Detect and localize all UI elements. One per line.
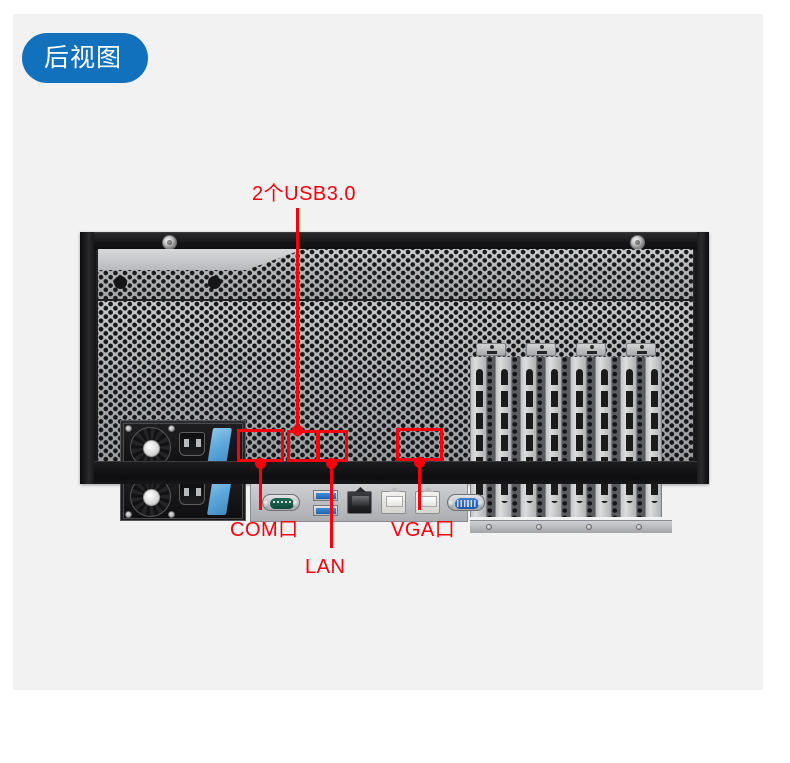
vga-post-left (449, 499, 454, 508)
psu-screw (125, 511, 132, 518)
bracket-vents (601, 369, 608, 503)
pci-bracket (570, 357, 587, 517)
bracket-gap (612, 357, 620, 517)
lan-port-secondary-1 (381, 491, 406, 514)
rail-screw (486, 524, 492, 530)
pci-bracket (645, 357, 662, 517)
annotation-label-usb: 2个USB3.0 (252, 183, 357, 205)
bracket-gap (562, 357, 570, 517)
annotation-label-com: COM口 (230, 519, 299, 541)
psu-power-inlet (179, 432, 205, 456)
thumbscrew-right-icon (630, 235, 645, 250)
lid-solid-area (98, 249, 304, 270)
pci-bracket (520, 357, 537, 517)
bracket-vents (501, 369, 508, 503)
psu-power-inlet (179, 481, 205, 505)
slot-tab (476, 343, 506, 356)
bracket-gap (512, 357, 520, 517)
bracket-vents (576, 369, 583, 503)
psu-screw (125, 425, 132, 432)
com-db9-insert (270, 498, 294, 509)
lid-hole-a (114, 276, 127, 289)
chassis-backplate-vent (98, 301, 693, 533)
bracket-vents (551, 369, 558, 503)
bracket-vents (651, 369, 658, 503)
rail-screw (636, 524, 642, 530)
lan-port-secondary-2 (415, 491, 440, 514)
annotation-line-usb (296, 208, 299, 430)
chassis-rail-right (695, 232, 709, 484)
annotation-label-vga: VGA口 (391, 519, 456, 541)
server-chassis-rear (80, 232, 709, 533)
psu-screw (168, 425, 175, 432)
vga-post-right (478, 499, 483, 508)
psu-screw (168, 511, 175, 518)
slot-tab (626, 343, 656, 356)
slot-tab-row (470, 343, 672, 357)
lid-hole-b (208, 276, 221, 289)
annotation-line-vga (418, 462, 421, 510)
vga-port (447, 494, 485, 511)
chassis-bottom-bar (94, 461, 697, 484)
slot-tab (576, 343, 606, 356)
bracket-vents (476, 369, 483, 503)
usb3-ports (313, 490, 338, 516)
bracket-gap (537, 357, 545, 517)
pci-bracket (620, 357, 637, 517)
com-port (262, 494, 300, 511)
expansion-slot-area (470, 343, 672, 533)
pci-bracket (545, 357, 562, 517)
com-post-left (264, 499, 269, 508)
annotation-label-lan: LAN (305, 556, 346, 578)
slot-tab (526, 343, 556, 356)
chassis-lid-vent (98, 249, 693, 299)
bracket-vents (626, 369, 633, 503)
vga-insert (455, 498, 479, 509)
annotation-line-lan (330, 463, 333, 548)
pci-bracket (470, 357, 487, 517)
bracket-gap (637, 357, 645, 517)
usb3-port-upper (313, 490, 338, 501)
slot-bottom-rail (470, 520, 672, 533)
thumbscrew-left-icon (162, 235, 177, 250)
usb3-port-lower (313, 505, 338, 516)
io-shield (250, 472, 485, 522)
pci-bracket (495, 357, 512, 517)
bracket-gap (487, 357, 495, 517)
bracket-gap (587, 357, 595, 517)
rail-screw (586, 524, 592, 530)
chassis-top-bar (94, 232, 697, 250)
com-post-right (293, 499, 298, 508)
annotation-line-com (259, 463, 262, 510)
view-badge-label: 后视图 (44, 44, 123, 72)
pci-bracket (595, 357, 612, 517)
lan-port (347, 491, 372, 514)
rail-screw (536, 524, 542, 530)
bracket-vents (526, 369, 533, 503)
view-badge: 后视图 (22, 33, 148, 83)
chassis-rail-left (80, 232, 96, 484)
